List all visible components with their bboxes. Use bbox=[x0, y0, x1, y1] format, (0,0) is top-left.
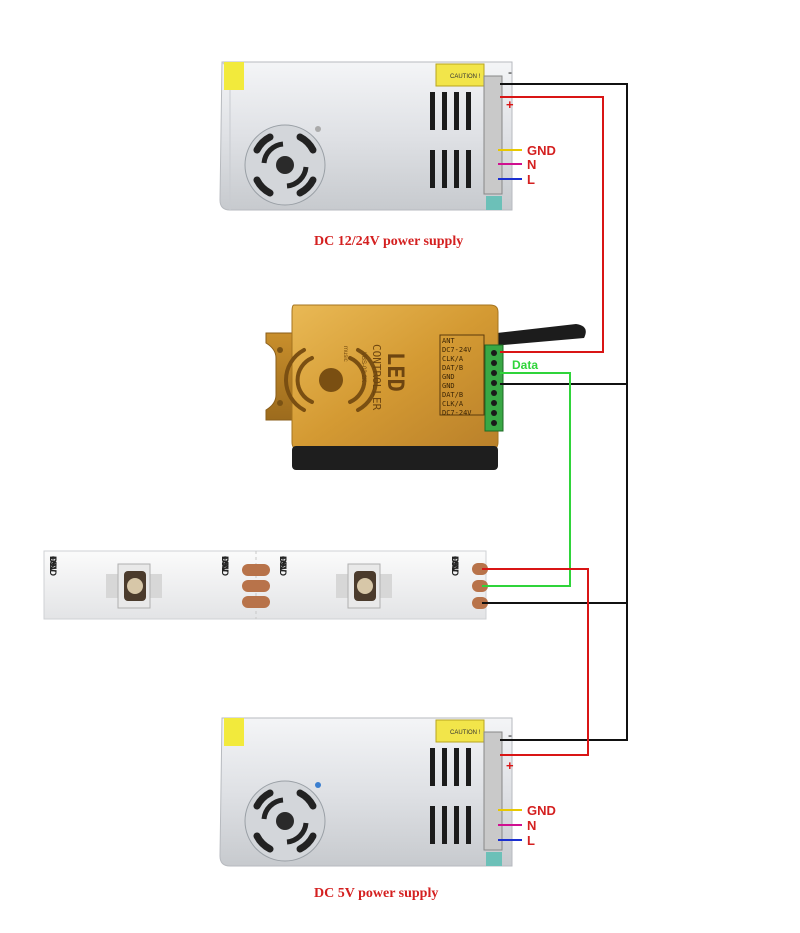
controller-pin-label: DAT/B bbox=[442, 364, 463, 372]
warning-text: CAUTION ! bbox=[450, 730, 481, 736]
minus-label: - bbox=[508, 728, 512, 742]
led-chip bbox=[336, 563, 392, 609]
controller-pin-label: CLK/A bbox=[442, 400, 464, 408]
minus-label: - bbox=[508, 65, 512, 79]
bottom-supply-caption: DC 5V power supply bbox=[314, 886, 438, 901]
vent-slots bbox=[430, 92, 471, 188]
gnd-label: GND bbox=[527, 143, 556, 158]
power-supply-bottom: CAUTION ! bbox=[219, 717, 513, 867]
strip-pad-label: GND bbox=[48, 556, 58, 577]
strip-pad-label: DIN bbox=[450, 556, 460, 574]
controller-pin-label: DC7-24V bbox=[442, 409, 472, 417]
strip-pad-label: DIN bbox=[220, 556, 230, 574]
yellow-sticker bbox=[224, 62, 244, 90]
warning-sticker bbox=[435, 63, 485, 87]
plus-label: + bbox=[506, 97, 514, 112]
strip-right-end-label: +5V DIN GND bbox=[450, 556, 460, 577]
strip-pad-label: DO bbox=[48, 556, 58, 572]
warning-text: CAUTION ! bbox=[450, 74, 481, 80]
controller-title: LED bbox=[382, 352, 407, 392]
strip-pad-label: +5V bbox=[48, 556, 58, 575]
terminal-block bbox=[483, 731, 503, 866]
strip-pad-label: GND bbox=[450, 556, 460, 577]
l-label: L bbox=[527, 172, 535, 187]
gnd-label: GND bbox=[527, 803, 556, 818]
l-label: L bbox=[527, 833, 535, 848]
pin-label-list: ANTDC7-24VCLK/ADAT/BGNDGNDDAT/BCLK/ADC7-… bbox=[442, 337, 472, 417]
strip-pad-label: +5V bbox=[220, 556, 230, 575]
strip-pad-label: GND bbox=[220, 556, 230, 577]
wire-strip-positive bbox=[482, 568, 589, 756]
strip-pad-label: +5V bbox=[450, 556, 460, 575]
controller-pin-label: GND bbox=[442, 373, 455, 381]
plus-label: + bbox=[506, 758, 514, 773]
wire-data bbox=[482, 372, 571, 587]
strip-left-end-label: +5V DO GND bbox=[48, 556, 58, 577]
wires bbox=[482, 83, 628, 756]
fan-icon bbox=[244, 124, 326, 206]
strip-cut-right-label: +5V DO GND bbox=[278, 556, 288, 577]
controller-pin-label: GND bbox=[442, 382, 455, 390]
terminal-block bbox=[483, 75, 503, 210]
n-label: N bbox=[527, 818, 536, 833]
controller-pin-label: DC7-24V bbox=[442, 346, 472, 354]
yellow-sticker bbox=[224, 718, 244, 746]
controller-pin-label: DAT/B bbox=[442, 391, 463, 399]
wire-negative-main bbox=[500, 83, 628, 741]
fan-icon bbox=[244, 780, 326, 862]
n-label: N bbox=[527, 157, 536, 172]
led-controller: music LED CONTROLLER VBS-02-2K ANTDC7-24… bbox=[265, 304, 586, 470]
data-label: Data bbox=[512, 358, 538, 372]
controller-subtitle: CONTROLLER bbox=[370, 344, 383, 411]
music-label: music bbox=[342, 346, 348, 362]
controller-model: VBS-02-2K bbox=[360, 352, 366, 382]
strip-pad-label: DO bbox=[278, 556, 288, 572]
warning-sticker bbox=[435, 719, 485, 743]
strip-cut-left-label: +5V DIN GND bbox=[220, 556, 230, 577]
led-chip bbox=[106, 563, 162, 609]
sound-wave-icon bbox=[284, 348, 378, 412]
led-strip: +5V DO GND +5V DIN GND +5V DO GND +5V DI… bbox=[43, 550, 488, 620]
controller-pin-label: CLK/A bbox=[442, 355, 464, 363]
vent-slots bbox=[430, 748, 471, 844]
copper-pads bbox=[242, 563, 488, 609]
power-supply-top: CAUTION ! bbox=[219, 61, 513, 211]
green-terminal-block bbox=[484, 344, 504, 432]
top-supply-caption: DC 12/24V power supply bbox=[314, 234, 463, 249]
strip-pad-label: GND bbox=[278, 556, 288, 577]
controller-pin-label: ANT bbox=[442, 337, 455, 345]
wire-positive-controller bbox=[500, 96, 604, 353]
strip-pad-label: +5V bbox=[278, 556, 288, 575]
